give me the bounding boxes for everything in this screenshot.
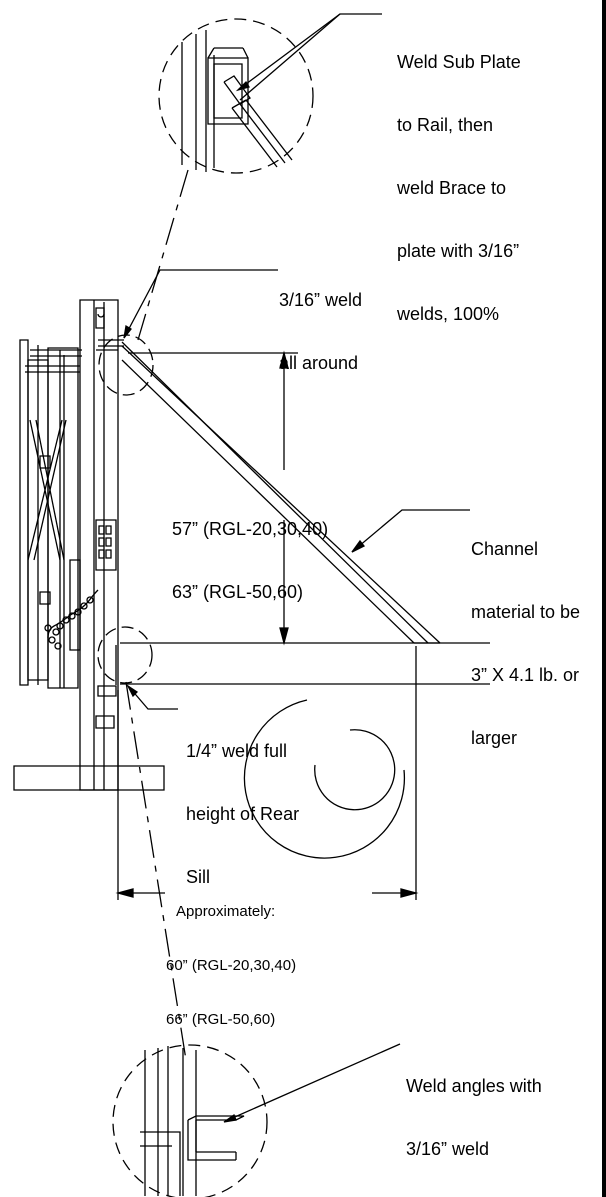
- channel-material-note: Channel material to be 3” X 4.1 lb. or l…: [471, 497, 580, 770]
- weld-all-around-note: 3/16” weld all around: [279, 248, 362, 395]
- horizontal-dimension-label: Approximately: 60” (RGL-20,30,40) 66” (R…: [166, 867, 296, 1047]
- weld-angles-line: Weld angles with: [406, 1076, 542, 1096]
- top-detail-rail: [182, 30, 214, 172]
- bottom-detail-view: [113, 1045, 267, 1197]
- top-detail-link: [138, 170, 188, 340]
- rear-sill-line: Sill: [186, 867, 211, 887]
- lower-bolt: [96, 716, 114, 728]
- channel-brace: [122, 342, 440, 643]
- sub-plate-note-line: plate with 3/16”: [397, 241, 520, 261]
- leader-rear-sill: [130, 688, 178, 709]
- leader-rear-sill-arrow: [128, 686, 137, 696]
- rear-sill-line: height of Rear: [186, 804, 300, 824]
- horizontal-dimension-line: 66” (RGL-50,60): [166, 1011, 276, 1028]
- leader-weld-angles-arrow: [224, 1115, 236, 1122]
- top-detail-subplate: [208, 48, 248, 124]
- top-detail-view: [159, 19, 313, 173]
- channel-material-line: Channel: [471, 539, 539, 559]
- height-dimension: [128, 353, 298, 643]
- base-foot: [14, 766, 164, 790]
- weld-detail-circle-lower: [98, 627, 152, 683]
- sub-plate-note-line: welds, 100%: [397, 304, 500, 324]
- horizontal-dimension-line: 60” (RGL-20,30,40): [166, 957, 297, 974]
- sub-plate-note-line: Weld Sub Plate: [397, 52, 521, 72]
- page-border: [602, 0, 606, 1197]
- sub-plate-note: Weld Sub Plate to Rail, then weld Brace …: [397, 10, 521, 346]
- leader-channel-arrow: [352, 541, 364, 552]
- top-detail-brace: [224, 76, 292, 167]
- arc-graphic: [244, 700, 404, 858]
- rear-sill-line: 1/4” weld full: [186, 741, 288, 761]
- height-dimension-line: 63” (RGL-50,60): [172, 582, 304, 602]
- sub-plate-note-line: to Rail, then: [397, 115, 494, 135]
- leader-sub-plate: [238, 14, 382, 100]
- main-side-view: [14, 300, 490, 790]
- height-dimension-line: 57” (RGL-20,30,40): [172, 519, 329, 539]
- channel-material-line: larger: [471, 728, 518, 748]
- leader-weld-angles: [228, 1044, 400, 1120]
- horizontal-dimension-line: Approximately:: [176, 903, 276, 920]
- rear-sill-note: 1/4” weld full height of Rear Sill: [186, 699, 299, 909]
- channel-material-line: 3” X 4.1 lb. or: [471, 665, 580, 685]
- sub-plate-note-line: weld Brace to: [397, 178, 507, 198]
- lower-mount: [98, 686, 116, 696]
- weld-angles-line: 3/16” weld: [406, 1139, 490, 1159]
- weld-angles-note: Weld angles with 3/16” weld: [406, 1034, 542, 1181]
- safety-chain: [45, 590, 98, 649]
- width-dimension: [118, 646, 416, 900]
- control-box: [96, 520, 116, 570]
- weld-all-around-line: all around: [279, 353, 359, 373]
- height-dimension-label: 57” (RGL-20,30,40) 63” (RGL-50,60): [172, 477, 328, 624]
- rail-hook: [98, 314, 104, 317]
- bottom-detail-link: [126, 682, 186, 1060]
- weld-all-around-line: 3/16” weld: [279, 290, 363, 310]
- leader-weld-all-around: [124, 270, 278, 338]
- leader-channel: [352, 510, 470, 552]
- channel-material-line: material to be: [471, 602, 581, 622]
- stowed-platform: [20, 340, 82, 688]
- rail-bracket: [96, 308, 104, 328]
